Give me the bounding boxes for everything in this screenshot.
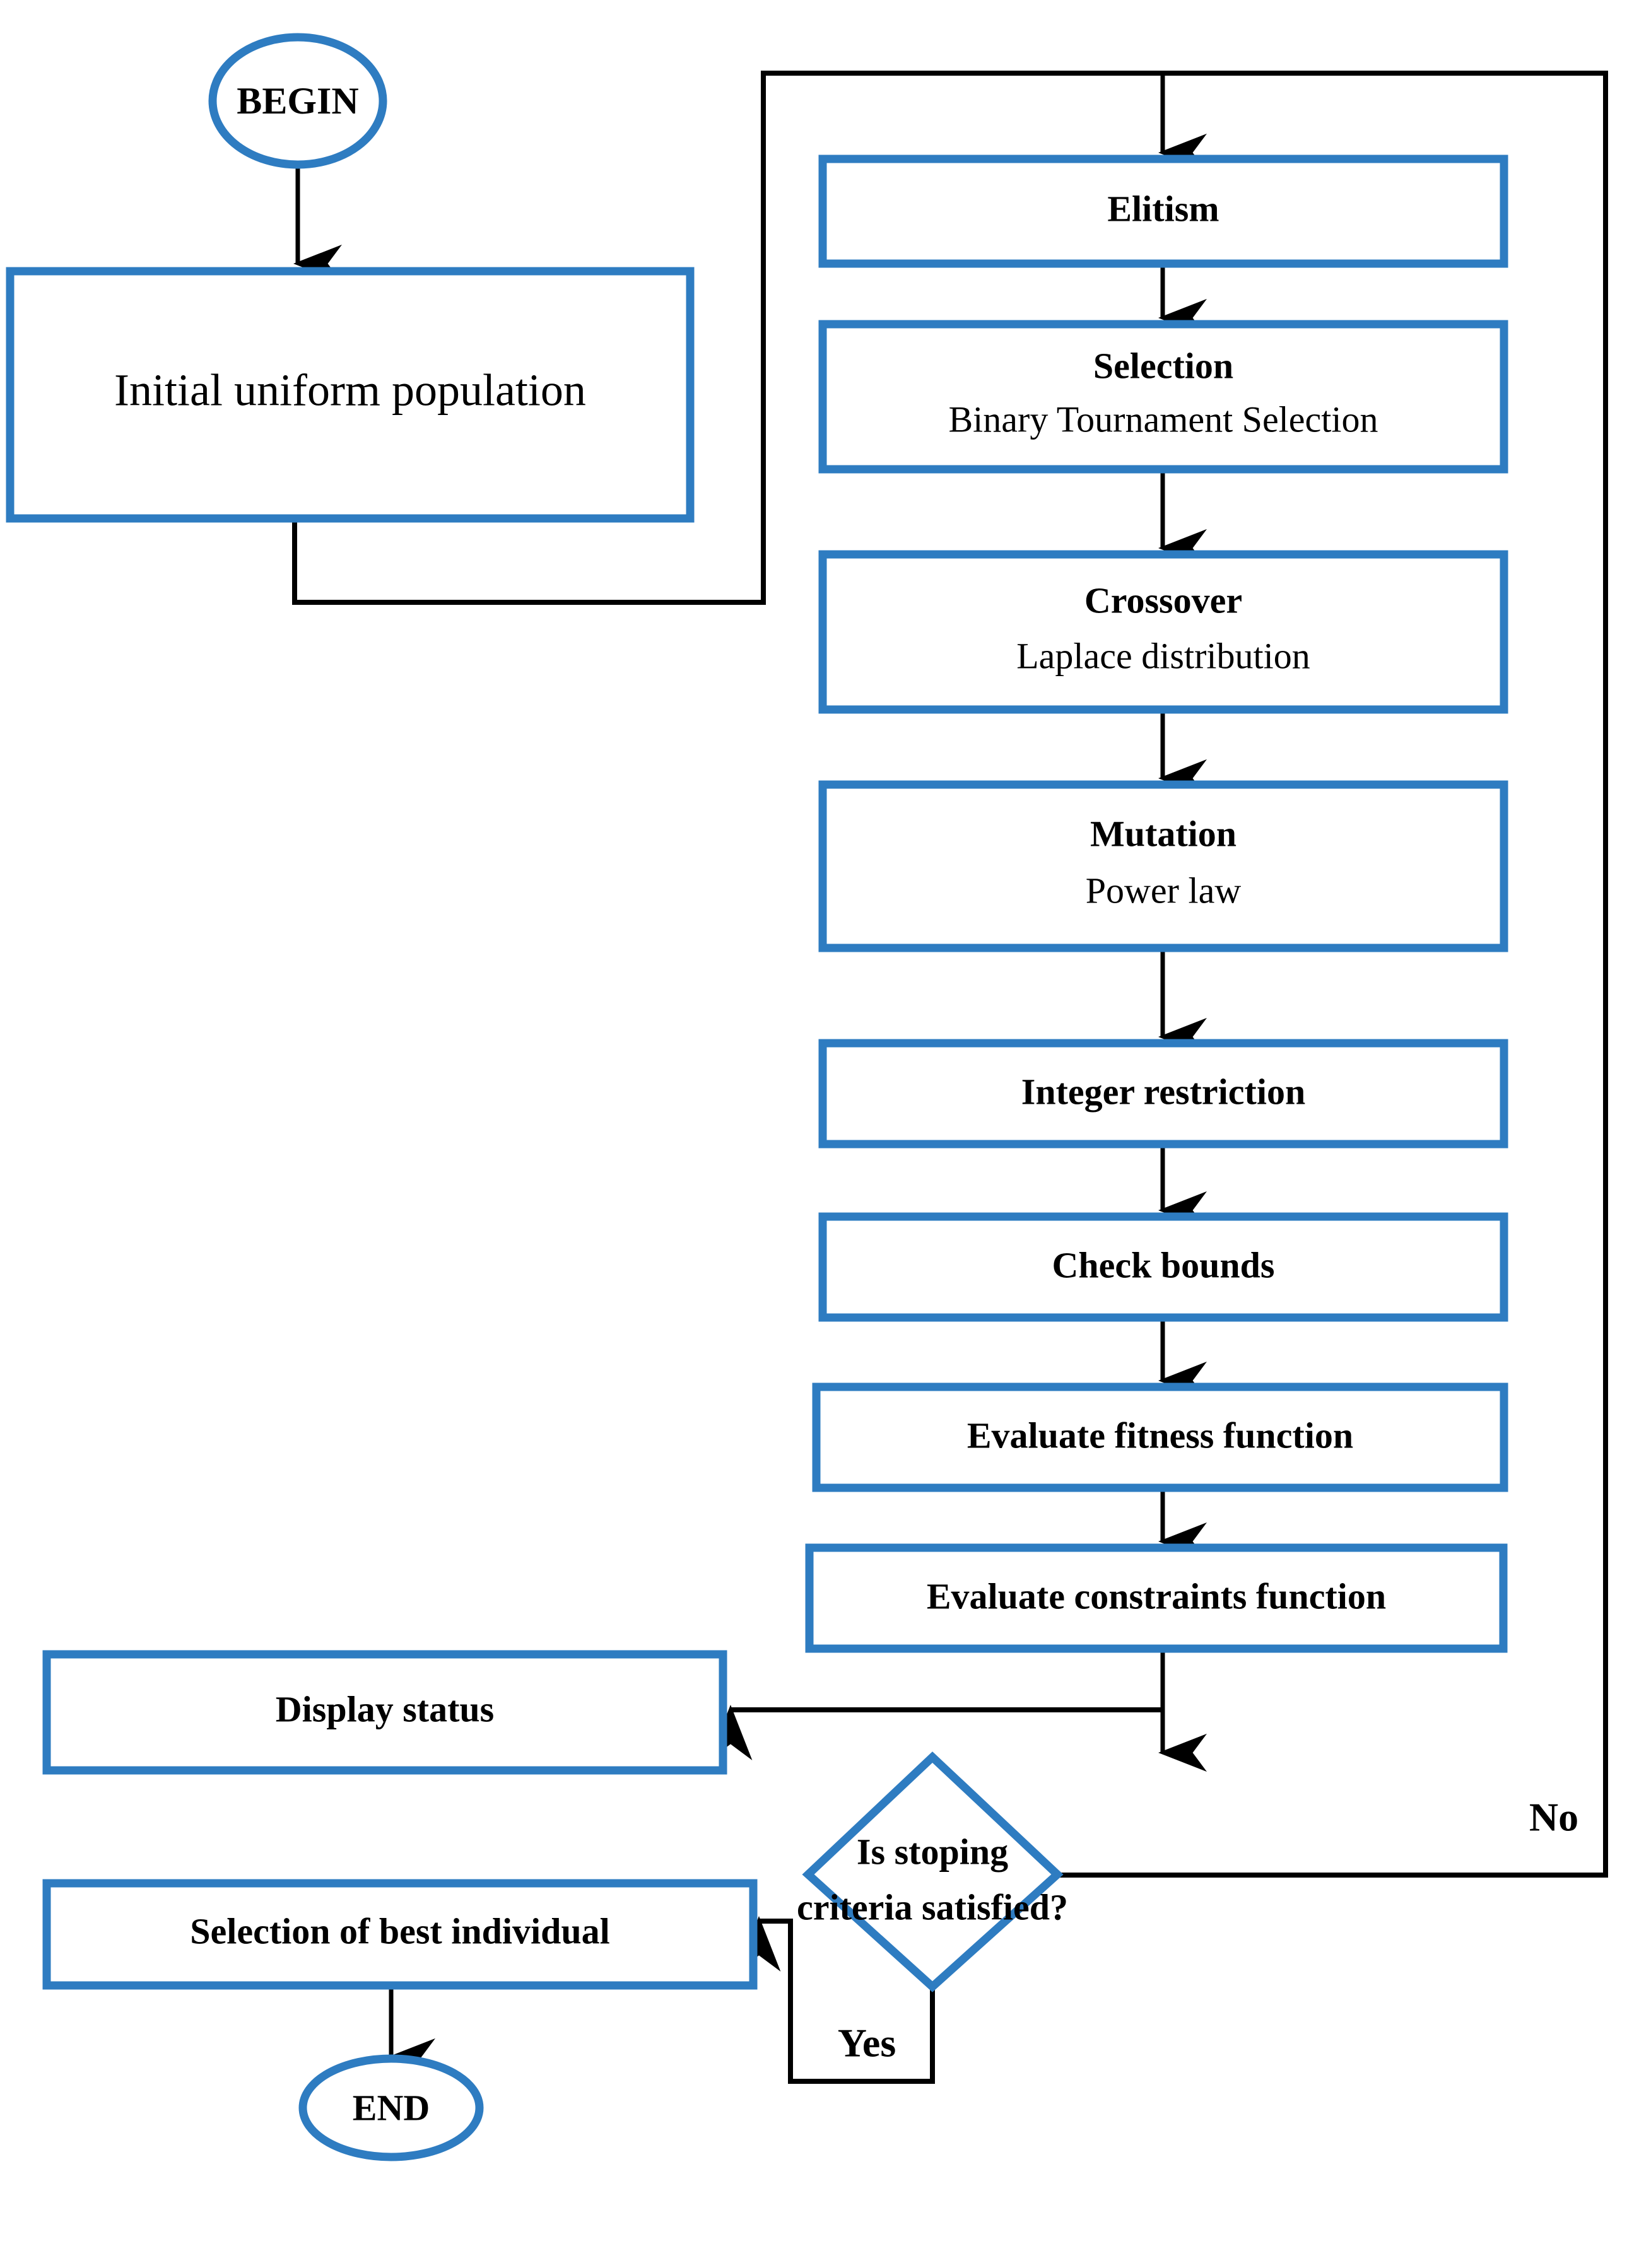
display-status-label: Display status [276, 1688, 494, 1729]
decision-label-line-1: Is stoping [857, 1831, 1008, 1872]
node-begin[interactable]: BEGIN [208, 33, 387, 169]
node-selection[interactable]: Selection Binary Tournament Selection [818, 320, 1508, 474]
node-display-status[interactable]: Display status [42, 1650, 727, 1775]
decision-diamond-shape [802, 1751, 1064, 1992]
edge-label-yes: Yes [838, 2021, 896, 2066]
edge-decision-no-loopback [1059, 76, 1608, 1878]
node-integer-restriction[interactable]: Integer restriction [818, 1039, 1508, 1149]
crossover-title: Crossover [1084, 580, 1242, 621]
begin-label: BEGIN [237, 80, 358, 122]
node-end[interactable]: END [298, 2054, 484, 2161]
integer-restriction-rect-shape [818, 1039, 1508, 1149]
evaluate-constraints-rect-shape [805, 1543, 1508, 1653]
check-bounds-label: Check bounds [1052, 1244, 1275, 1285]
end-ellipse-shape [298, 2054, 484, 2161]
node-elitism[interactable]: Elitism [818, 155, 1508, 268]
node-initial-population[interactable]: Initial uniform population [6, 267, 695, 523]
evaluate-fitness-rect-shape [812, 1382, 1508, 1492]
check-bounds-rect-shape [818, 1212, 1508, 1322]
edge-initial-population-to-loop-rail [292, 73, 766, 605]
node-evaluate-constraints[interactable]: Evaluate constraints function [805, 1543, 1508, 1653]
edge-decision-yes-to-best-individual [737, 1916, 935, 2084]
decision-label-line-2: criteria satisfied? [797, 1886, 1068, 1927]
begin-ellipse-shape [208, 33, 387, 169]
initial-population-rect-shape [6, 267, 695, 523]
best-individual-label: Selection of best individual [190, 1910, 609, 1951]
elitism-rect-shape [818, 155, 1508, 268]
node-mutation[interactable]: Mutation Power law [818, 780, 1508, 952]
mutation-subtitle: Power law [1086, 870, 1242, 911]
crossover-subtitle: Laplace distribution [1016, 635, 1310, 676]
initial-population-label: Initial uniform population [114, 365, 586, 416]
end-label: END [353, 2087, 430, 2128]
node-evaluate-fitness[interactable]: Evaluate fitness function [812, 1382, 1508, 1492]
crossover-rect-shape [818, 550, 1508, 714]
selection-rect-shape [818, 320, 1508, 474]
node-crossover[interactable]: Crossover Laplace distribution [818, 550, 1508, 714]
node-check-bounds[interactable]: Check bounds [818, 1212, 1508, 1322]
selection-subtitle: Binary Tournament Selection [948, 399, 1378, 440]
display-status-rect-shape [42, 1650, 727, 1775]
elitism-label: Elitism [1107, 188, 1219, 229]
mutation-title: Mutation [1090, 813, 1237, 854]
selection-title: Selection [1093, 345, 1233, 386]
best-individual-rect-shape [42, 1879, 758, 1990]
evaluate-fitness-label: Evaluate fitness function [967, 1415, 1353, 1456]
mutation-rect-shape [818, 780, 1508, 952]
edge-label-no: No [1529, 1795, 1578, 1840]
integer-restriction-label: Integer restriction [1021, 1071, 1305, 1112]
node-decision[interactable]: Is stoping criteria satisfied? [797, 1751, 1068, 1992]
evaluate-constraints-label: Evaluate constraints function [927, 1575, 1386, 1616]
node-best-individual[interactable]: Selection of best individual [42, 1879, 758, 1990]
